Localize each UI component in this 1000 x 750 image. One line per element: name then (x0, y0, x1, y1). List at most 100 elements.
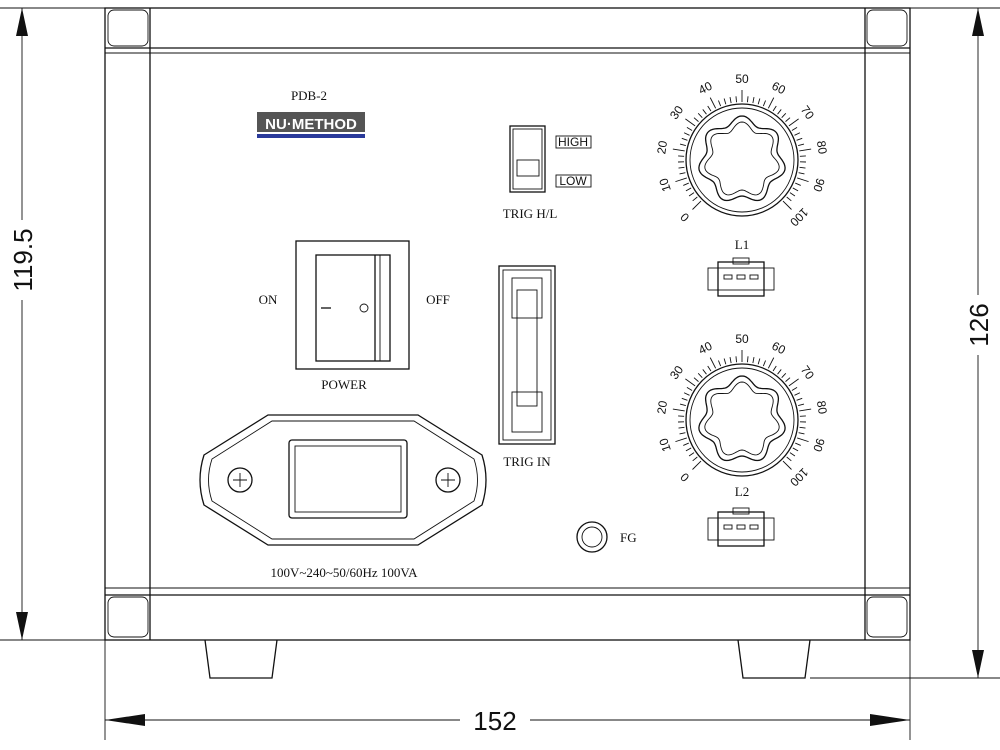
dial-tick (675, 437, 687, 443)
dial-scale-label: 30 (667, 363, 686, 382)
dial-tick (798, 432, 805, 435)
dial-scale-label: 90 (810, 436, 828, 453)
dial-scale-label: 80 (814, 140, 830, 156)
dial-tick (797, 177, 809, 183)
dial-tick (707, 365, 712, 372)
dial-scale-label: 60 (770, 79, 789, 98)
dial-scale-label: 0 (677, 470, 692, 485)
dial-l1-label: L1 (735, 237, 749, 252)
dimension-height-body (0, 7, 105, 641)
dial-tick (692, 460, 702, 470)
dial-ring-inner (689, 367, 795, 473)
dial-scale-label: 50 (735, 72, 749, 86)
dial-tick (788, 118, 799, 127)
dial-tick (678, 426, 685, 429)
trig-low-label: LOW (559, 174, 587, 188)
dial-tick (781, 373, 787, 379)
dial-tick (683, 132, 690, 136)
dial-tick (692, 456, 698, 462)
dial-scale-label: 0 (677, 210, 692, 225)
l2-connector[interactable] (707, 507, 775, 547)
dial-tick (791, 127, 798, 131)
dial-tick (723, 98, 727, 105)
dial-tick (681, 137, 688, 141)
dial-ring (685, 103, 799, 217)
dial-tick (799, 148, 812, 152)
dial-tick (729, 357, 732, 364)
dial-tick (794, 132, 801, 136)
dial-tick (798, 143, 805, 147)
dial-tick (685, 378, 696, 387)
trig-hl-switch[interactable] (509, 125, 546, 193)
dial-ring (685, 363, 799, 477)
dial-tick (688, 452, 695, 457)
dial-tick (672, 148, 685, 152)
dial-tick (795, 182, 801, 186)
dial-tick (789, 452, 796, 457)
brand-logo: NU·METHOD (257, 112, 365, 138)
inlet-rating-label: 100V~240~50/60Hz 100VA (270, 565, 418, 580)
dial-tick (757, 358, 761, 365)
dial-tick (688, 192, 695, 197)
dial-tick (685, 118, 696, 127)
dial-tick (683, 442, 689, 446)
l1-connector[interactable] (707, 257, 775, 297)
dial-tick (679, 143, 686, 147)
dial-tick (693, 377, 699, 382)
dial-tick (752, 97, 755, 104)
dial-tick (799, 408, 812, 412)
dial-tick (685, 187, 692, 192)
dial-ring-inner (689, 107, 795, 213)
dial-l2-label: L2 (735, 484, 749, 499)
dial-tick (762, 100, 766, 107)
height-body-value: 119.5 (8, 228, 38, 291)
dial-scale-label: 70 (798, 103, 817, 122)
dial-tick (789, 192, 796, 197)
dial-tick (797, 437, 809, 443)
power-off-label: OFF (426, 292, 450, 307)
dial-tick (679, 403, 686, 407)
dial-tick (683, 182, 689, 186)
trig-in-connector[interactable] (498, 265, 556, 445)
dial-tick (702, 369, 707, 375)
ground-terminal[interactable] (576, 521, 608, 553)
dial-tick (799, 426, 806, 429)
dial-scale-label: 10 (656, 176, 674, 193)
dial-tick (679, 172, 686, 175)
dial-tick (752, 357, 755, 364)
dial-tick (782, 460, 792, 470)
dial-tick (796, 397, 803, 401)
dial-tick (697, 113, 703, 119)
dial-tick (785, 117, 791, 122)
dial-tick (762, 360, 766, 367)
trig-high-label: HIGH (558, 135, 588, 149)
dial-tick (786, 196, 792, 202)
dial-tick (781, 113, 787, 119)
dial-tick (777, 369, 782, 375)
brand-text: NU·METHOD (265, 116, 357, 133)
dial-tick (786, 456, 792, 462)
dial-tick (772, 105, 777, 112)
dial-tick (672, 408, 685, 412)
power-rocker-switch[interactable] (295, 240, 410, 370)
dial-tick (718, 100, 722, 107)
dial-scale-label: 80 (814, 400, 830, 416)
dial-tick (735, 96, 737, 103)
dial-tick (718, 360, 722, 367)
dial-tick (794, 392, 801, 396)
dial-tick (679, 432, 686, 435)
power-on-label: ON (259, 292, 278, 307)
dial-tick (678, 166, 685, 169)
dial-tick (697, 373, 703, 379)
height-total-value: 126 (964, 303, 994, 346)
ac-inlet[interactable] (199, 414, 487, 546)
dial-tick (709, 97, 717, 109)
dial-tick (792, 447, 799, 452)
dial-tick (686, 387, 693, 391)
dial-tick (681, 397, 688, 401)
dial-scale-label: 30 (667, 103, 686, 122)
dial-scale-label: 20 (654, 399, 670, 415)
